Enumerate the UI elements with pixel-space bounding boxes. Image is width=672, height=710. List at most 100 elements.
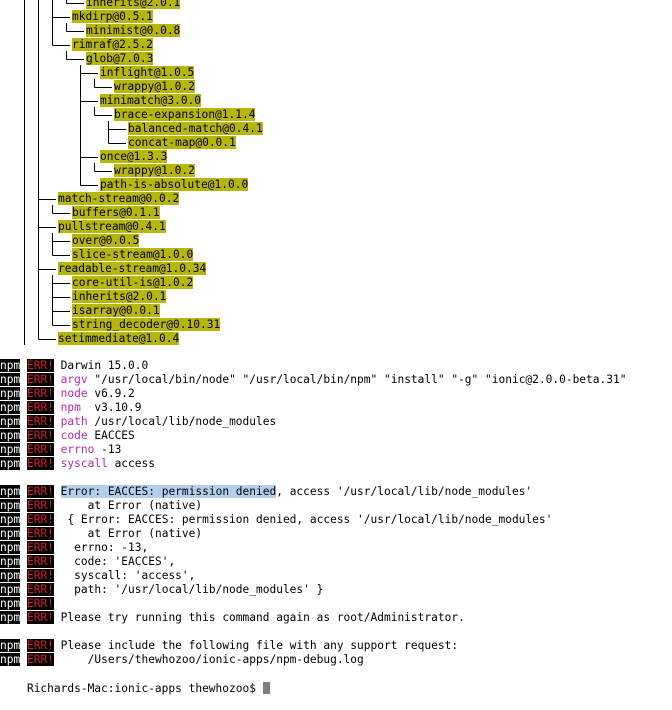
selected-text[interactable]: Error: EACCES: permission denied (60, 485, 277, 498)
log-key: errno (60, 443, 95, 456)
package-label: pullstream@0.4.1 (58, 220, 166, 233)
npm-tag: npm (0, 639, 21, 652)
log-key: node (60, 387, 88, 400)
npm-tag: npm (0, 541, 21, 554)
tree-node: setimmediate@1.0.4 (58, 332, 180, 346)
err-tag: ERR! (26, 597, 54, 610)
tree-node: path-is-absolute@1.0.0 (100, 178, 249, 192)
tree-node: balanced-match@0.4.1 (128, 122, 263, 136)
log-line: npm ERR! code EACCES (0, 429, 135, 443)
npm-tag: npm (0, 359, 21, 372)
log-key: npm (60, 401, 81, 414)
log-line: npm ERR! syscall: 'access', (0, 569, 195, 583)
err-tag: ERR! (26, 583, 54, 596)
log-line: npm ERR! { Error: EACCES: permission den… (0, 513, 552, 527)
tree-node: core-util-is@1.0.2 (72, 276, 194, 290)
tree-node: minimist@0.0.8 (86, 24, 181, 38)
npm-tag: npm (0, 653, 21, 666)
npm-tag: npm (0, 415, 21, 428)
log-line: npm ERR! Please try running this command… (0, 611, 465, 625)
tree-node: wrappy@1.0.2 (114, 80, 195, 94)
log-message: syscall: 'access', (60, 569, 196, 582)
npm-tag: npm (0, 485, 21, 498)
err-tag: ERR! (26, 555, 54, 568)
log-key: path (60, 415, 88, 428)
log-message: "/usr/local/bin/node" "/usr/local/bin/np… (87, 373, 627, 386)
package-label: minimist@0.0.8 (86, 24, 181, 37)
log-line: npm ERR! Error: EACCES: permission denie… (0, 485, 532, 499)
tree-node: readable-stream@1.0.34 (58, 262, 207, 276)
package-label: core-util-is@1.0.2 (72, 276, 194, 289)
npm-tag: npm (0, 583, 21, 596)
text-cursor (262, 682, 270, 694)
shell-prompt[interactable]: Richards-Mac:ionic-apps thewhozoo$ (0, 668, 270, 695)
tree-node: concat-map@0.0.1 (128, 136, 236, 150)
npm-tag: npm (0, 499, 21, 512)
log-message: Please include the following file with a… (60, 639, 459, 652)
tree-node: isarray@0.0.1 (72, 304, 160, 318)
package-label: mkdirp@0.5.1 (72, 10, 153, 23)
package-label: setimmediate@1.0.4 (58, 332, 180, 345)
err-tag: ERR! (26, 401, 54, 414)
package-label: string_decoder@0.10.31 (72, 318, 221, 331)
npm-tag: npm (0, 597, 21, 610)
log-message: { Error: EACCES: permission denied, acce… (60, 513, 553, 526)
npm-tag: npm (0, 569, 21, 582)
package-label: glob@7.0.3 (86, 52, 154, 65)
err-tag: ERR! (26, 457, 54, 470)
err-tag: ERR! (26, 653, 54, 666)
tree-node: slice-stream@1.0.0 (72, 248, 194, 262)
log-message: code: 'EACCES', (60, 555, 176, 568)
npm-tag: npm (0, 429, 21, 442)
package-label: balanced-match@0.4.1 (128, 122, 263, 135)
err-tag: ERR! (26, 639, 54, 652)
log-message: v6.9.2 (87, 387, 135, 400)
tree-node: brace-expansion@1.1.4 (114, 108, 256, 122)
package-label: inherits@2.0.1 (86, 0, 181, 9)
npm-tag: npm (0, 527, 21, 540)
log-message: access (107, 457, 155, 470)
tree-node: match-stream@0.0.2 (58, 192, 180, 206)
log-line: npm ERR! argv "/usr/local/bin/node" "/us… (0, 373, 626, 387)
npm-tag: npm (0, 611, 21, 624)
log-message: path: '/usr/local/lib/node_modules' } (60, 583, 324, 596)
package-label: slice-stream@1.0.0 (72, 248, 194, 261)
package-label: inherits@2.0.1 (72, 290, 167, 303)
log-line: npm ERR! errno -13 (0, 443, 121, 457)
package-label: match-stream@0.0.2 (58, 192, 180, 205)
log-line: npm ERR! errno: -13, (0, 541, 148, 555)
tree-node: pullstream@0.4.1 (58, 220, 166, 234)
log-line: npm ERR! at Error (native) (0, 527, 202, 541)
log-message: Please try running this command again as… (60, 611, 465, 624)
tree-node: inflight@1.0.5 (100, 66, 195, 80)
err-tag: ERR! (26, 611, 54, 624)
log-line: npm ERR! syscall access (0, 457, 155, 471)
err-tag: ERR! (26, 541, 54, 554)
tree-node: rimraf@2.5.2 (72, 38, 153, 52)
err-tag: ERR! (26, 513, 54, 526)
tree-node: over@0.0.5 (72, 234, 140, 248)
err-tag: ERR! (26, 527, 54, 540)
package-label: isarray@0.0.1 (72, 304, 160, 317)
npm-tag: npm (0, 513, 21, 526)
log-message: -13 (94, 443, 122, 456)
log-message: at Error (native) (60, 499, 203, 512)
log-message: , access '/usr/local/lib/node_modules' (276, 485, 533, 498)
log-line: npm ERR! npm v3.10.9 (0, 401, 142, 415)
log-message: /usr/local/lib/node_modules (87, 415, 277, 428)
package-label: wrappy@1.0.2 (114, 164, 195, 177)
prompt-text: Richards-Mac:ionic-apps thewhozoo$ (26, 682, 263, 695)
err-tag: ERR! (26, 569, 54, 582)
package-label: path-is-absolute@1.0.0 (100, 178, 249, 191)
log-line: npm ERR! Darwin 15.0.0 (0, 359, 148, 373)
log-line: npm ERR! node v6.9.2 (0, 387, 135, 401)
npm-tag: npm (0, 401, 21, 414)
log-key: code (60, 429, 88, 442)
tree-node: once@1.3.3 (100, 150, 168, 164)
log-message: v3.10.9 (80, 401, 142, 414)
package-label: readable-stream@1.0.34 (58, 262, 207, 275)
package-label: rimraf@2.5.2 (72, 38, 153, 51)
package-label: buffers@0.1.1 (72, 206, 160, 219)
log-message: at Error (native) (60, 527, 203, 540)
